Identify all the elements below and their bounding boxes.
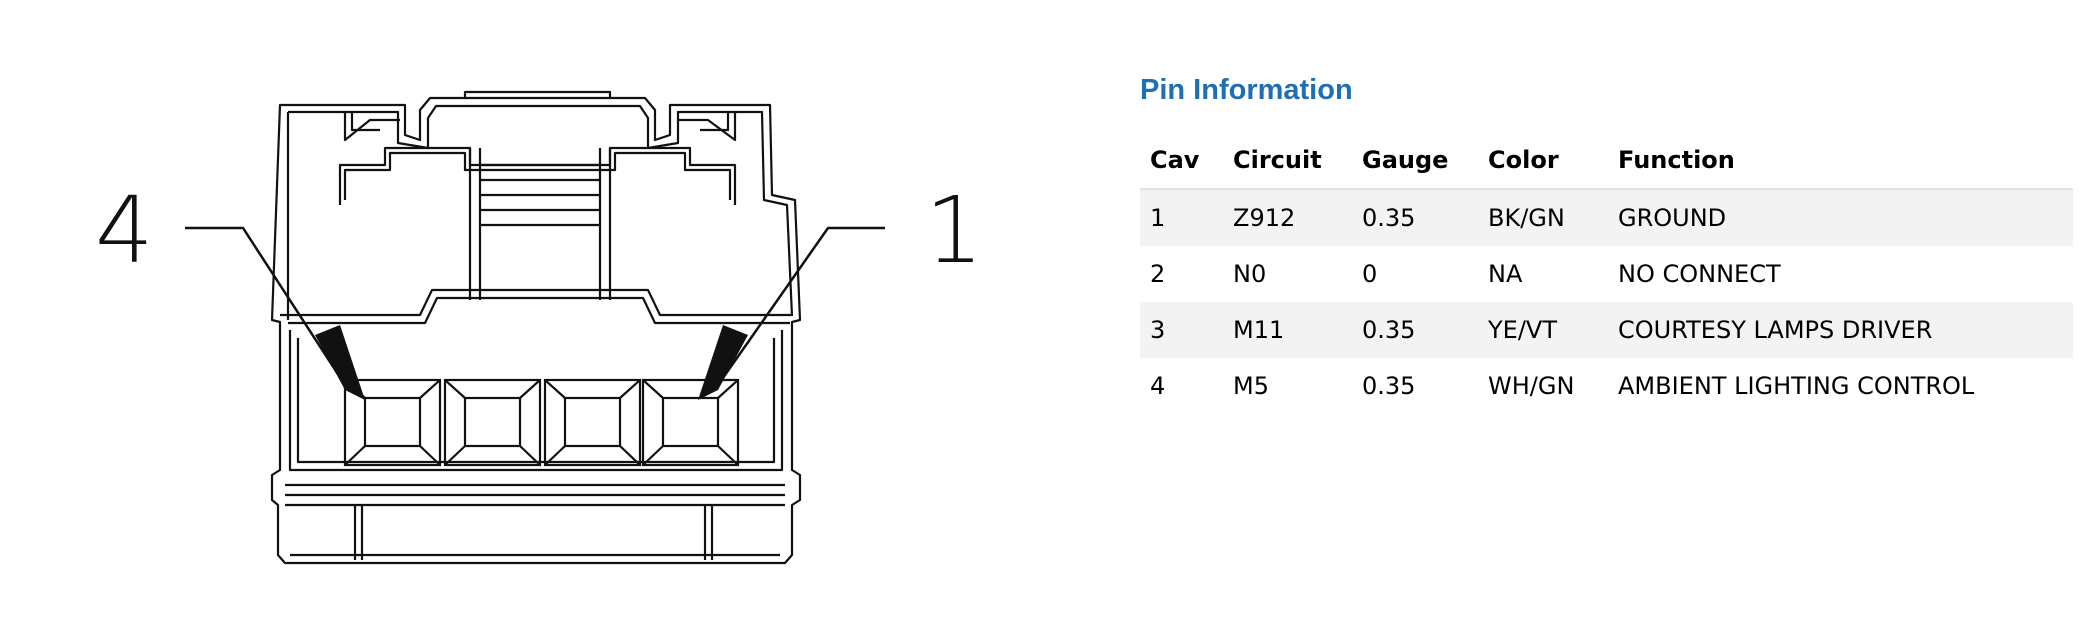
cell-circuit: N0 xyxy=(1233,260,1267,288)
cell-cav: 3 xyxy=(1140,302,1223,358)
cell-gauge: 0.35 xyxy=(1362,372,1416,400)
cavity-1 xyxy=(641,378,740,467)
connector-drawing: 4 1 xyxy=(95,90,984,565)
cell-color: NA xyxy=(1488,260,1523,288)
cell-color: WH/GN xyxy=(1488,372,1575,400)
cell-circuit: Z912 xyxy=(1223,189,1352,246)
cell-function: COURTESY LAMPS DRIVER xyxy=(1608,302,2073,358)
leader-line-1 xyxy=(716,226,885,386)
cell-color: YE/VT xyxy=(1478,302,1608,358)
pin-table: Cav Circuit Gauge Color Function 1 Z912 … xyxy=(1140,132,2073,414)
column-header-color: Color xyxy=(1478,132,1608,190)
table-row: 4 M5 0.35 WH/GN AMBIENT LIGHTING CONTROL xyxy=(1140,358,2073,414)
column-header-function: Function xyxy=(1608,132,2073,190)
column-header-cav: Cav xyxy=(1140,132,1223,190)
arrowhead-4 xyxy=(315,325,365,400)
table-row: 2 N0 0 NA NO CONNECT xyxy=(1140,246,2073,302)
cell-color: BK/GN xyxy=(1478,189,1608,246)
cavity-group xyxy=(343,378,740,467)
cell-gauge: 0 xyxy=(1362,260,1378,288)
cavity-3 xyxy=(443,378,542,467)
leader-line-4 xyxy=(185,226,347,386)
cell-function: NO CONNECT xyxy=(1618,260,1781,288)
cavity-2 xyxy=(543,378,642,467)
cell-cav: 1 xyxy=(1140,189,1223,246)
cell-cav: 4 xyxy=(1150,372,1166,400)
upper-body xyxy=(338,146,737,205)
callout-label-1: 1 xyxy=(925,177,984,284)
housing-outline xyxy=(270,96,802,565)
column-header-gauge: Gauge xyxy=(1352,132,1478,190)
table-header-row: Cav Circuit Gauge Color Function xyxy=(1140,132,2073,190)
cell-function: GROUND xyxy=(1608,189,2073,246)
column-header-circuit: Circuit xyxy=(1223,132,1352,190)
pin-information-panel: Pin Information Cav Circuit Gauge Color … xyxy=(1140,70,2076,414)
cell-circuit: M5 xyxy=(1233,372,1269,400)
cell-gauge: 0.35 xyxy=(1352,189,1478,246)
table-row: 3 M11 0.35 YE/VT COURTESY LAMPS DRIVER xyxy=(1140,302,2073,358)
connector-diagram: 4 1 xyxy=(95,90,984,565)
cell-gauge: 0.35 xyxy=(1352,302,1478,358)
callout-label-4: 4 xyxy=(95,177,154,284)
cell-function: AMBIENT LIGHTING CONTROL xyxy=(1618,372,1975,400)
cell-cav: 2 xyxy=(1150,260,1166,288)
cell-circuit: M11 xyxy=(1223,302,1352,358)
pin-information-title: Pin Information xyxy=(1140,74,1353,106)
arrowhead-1 xyxy=(698,325,748,400)
table-row: 1 Z912 0.35 BK/GN GROUND xyxy=(1140,189,2073,246)
